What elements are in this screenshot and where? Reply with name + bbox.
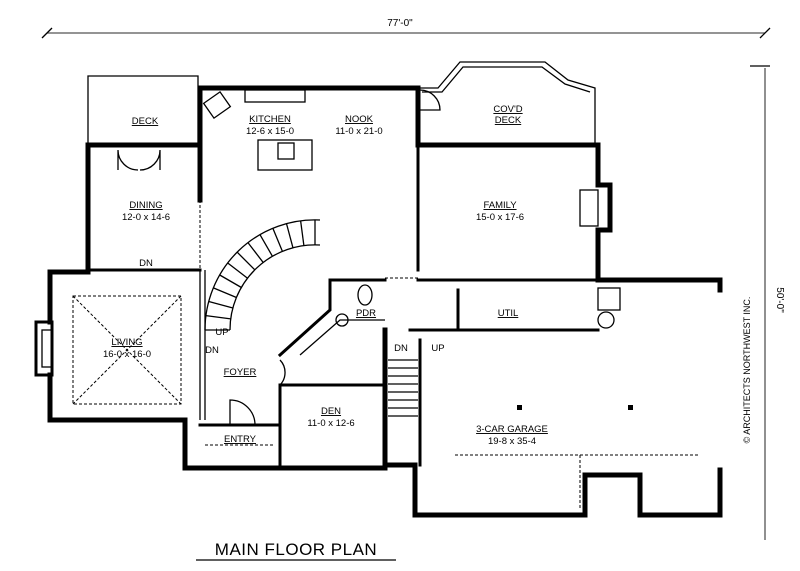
room-nook-name: NOOK [345, 114, 374, 125]
room-family-name: FAMILY [483, 200, 517, 211]
room-dining-size: 12-0 x 14-6 [122, 212, 170, 223]
width-dimension: 77'-0" [41, 18, 771, 39]
depth-dimension: 50'-0" [750, 65, 785, 540]
room-living-name: LIVING [111, 337, 142, 348]
room-covd-deck-name-2: DECK [495, 115, 522, 126]
room-den-size: 11-0 x 12-6 [307, 418, 354, 429]
french-doors-icon [117, 149, 161, 171]
plan-title: MAIN FLOOR PLAN [215, 540, 377, 559]
stair-tread [299, 220, 305, 246]
stair-tread [236, 251, 256, 271]
living-ceiling-detail [72, 295, 182, 405]
basement-stairs [388, 359, 418, 417]
exterior-walls [47, 85, 723, 518]
room-pdr-name: PDR [356, 308, 376, 319]
stair-dn-label: DN [394, 343, 408, 354]
room-labels: DECK KITCHEN 12-6 x 15-0 NOOK 11-0 x 21-… [103, 104, 548, 447]
depth-dimension-label: 50'-0" [774, 287, 785, 313]
room-util-name: UTIL [498, 308, 519, 319]
interior-walls [86, 143, 700, 510]
room-kitchen-size: 12-6 x 15-0 [246, 126, 294, 137]
room-kitchen-name: KITCHEN [249, 114, 291, 125]
living-hearth [41, 329, 53, 368]
copyright-text: © ARCHITECTS NORTHWEST INC. [742, 297, 752, 444]
covered-deck [418, 61, 596, 145]
door-icon [229, 359, 286, 426]
stair-up-label: UP [215, 327, 228, 338]
pedestal-sink-icon [335, 313, 349, 327]
stair-tread [208, 300, 234, 309]
counter [244, 89, 306, 103]
kitchen-island [257, 139, 313, 171]
room-garage-name: 3-CAR GARAGE [476, 424, 548, 435]
stair-tread [285, 223, 294, 249]
cooktop-icon [277, 142, 295, 160]
room-entry-name: ENTRY [224, 434, 257, 445]
stair-tread [205, 314, 231, 320]
width-dimension-label: 77'-0" [387, 18, 413, 29]
stair-tread [272, 228, 284, 252]
room-nook-size: 11-0 x 21-0 [335, 126, 382, 137]
curved-staircase [204, 219, 321, 331]
stair-dn-label: DN [205, 345, 219, 356]
stair-dn-label: DN [139, 258, 153, 269]
room-covd-deck-name: COV'D [493, 104, 522, 115]
stair-up-label: UP [431, 343, 444, 354]
stair-tread [213, 287, 237, 299]
room-garage-size: 19-8 x 35-4 [488, 436, 536, 447]
stair-tread [219, 274, 242, 289]
deck-area [87, 75, 199, 145]
stair-tread [259, 234, 274, 257]
family-fireplace-icon [579, 189, 599, 227]
garage-post [517, 405, 522, 410]
room-deck-name: DECK [132, 116, 159, 127]
room-family-size: 15-0 x 17-6 [476, 212, 524, 223]
toilet-icon [357, 284, 373, 306]
panel-icon [597, 287, 621, 311]
water-heater-icon [597, 311, 615, 329]
garage-post [628, 405, 633, 410]
room-dining-name: DINING [129, 200, 162, 211]
room-den-name: DEN [321, 406, 341, 417]
room-living-size: 16-0 x 16-0 [103, 349, 151, 360]
sink-icon [202, 90, 232, 120]
stair-tread [247, 242, 264, 263]
room-foyer-name: FOYER [224, 367, 257, 378]
stair-tread [227, 262, 248, 279]
door-icon [419, 89, 441, 111]
